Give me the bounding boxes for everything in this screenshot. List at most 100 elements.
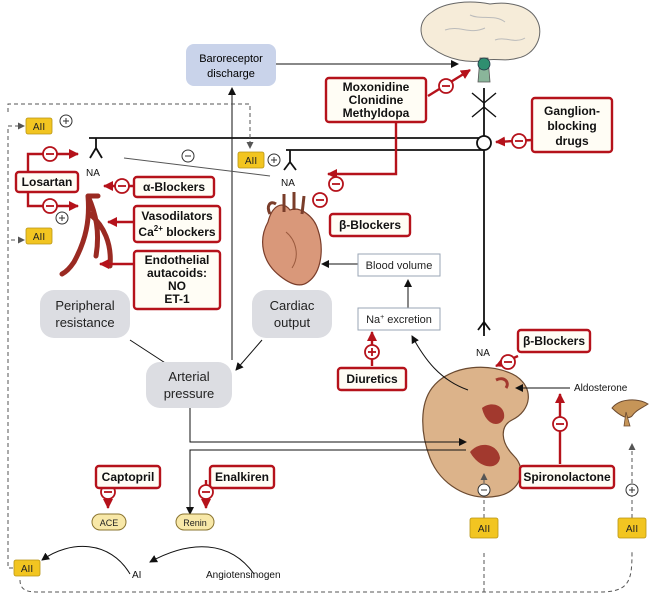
ace-box: ACE <box>91 513 127 531</box>
na-excretion-sup: + <box>380 314 384 321</box>
kidney-to-excretion <box>411 335 469 391</box>
endothelial-box: Endothelial autacoids: NO ET-1 <box>132 249 222 311</box>
cardiac-output-box: Cardiac output <box>252 290 332 338</box>
ca-blockers-sup: 2+ <box>154 224 163 233</box>
baroreceptor-box: Baroreceptor discharge <box>186 44 276 86</box>
beta-blockers-heart-label: β-Blockers <box>339 218 401 232</box>
inhibit-symbol-moxonidine <box>438 78 454 94</box>
aii-label: AII <box>245 156 257 167</box>
ganglion-label-3: drugs <box>555 134 589 148</box>
spironolactone-label: Spironolactone <box>523 470 611 484</box>
clonidine-label: Clonidine <box>349 93 404 107</box>
arterial-label-1: Arterial <box>168 369 209 384</box>
ca-blockers-label: Ca2+ blockers <box>138 224 215 239</box>
ganglion-node <box>476 135 492 151</box>
ai-line <box>123 157 271 177</box>
pressure-to-kidney <box>189 404 467 446</box>
cardiac-arrow <box>235 339 263 371</box>
moxonidine-label: Moxonidine <box>343 80 410 94</box>
baroreceptor-label-1: Baroreceptor <box>199 53 263 65</box>
spironolactone-box: Spironolactone <box>518 464 616 490</box>
beta-blockers-kidney-box: β-Blockers <box>516 328 592 354</box>
minus-node-renin <box>477 483 491 497</box>
inhibit-symbol-alpha <box>114 178 130 194</box>
arterial-label-2: pressure <box>164 386 215 401</box>
losartan-down-arrow <box>26 192 79 211</box>
methyldopa-label: Methyldopa <box>343 106 410 120</box>
plus-node-middle <box>267 153 281 167</box>
blood-volume-label: Blood volume <box>366 260 433 272</box>
vasodilators-box: Vasodilators Ca2+ blockers <box>132 204 222 244</box>
cardiac-label-2: output <box>274 315 311 330</box>
aii-label: AII <box>478 524 490 535</box>
inhibit-symbol-beta-kidney <box>500 354 516 370</box>
peripheral-label-2: resistance <box>55 315 114 330</box>
aii-label: AII <box>21 564 33 575</box>
losartan-up-arrow <box>26 149 79 172</box>
inhibit-symbol-spironolactone <box>552 416 568 432</box>
vasodilators-label: Vasodilators <box>141 209 213 223</box>
na-excretion-label: Na+ excretion <box>366 314 432 326</box>
kidney-to-renin <box>186 449 466 515</box>
enalkiren-box: Enalkiren <box>208 464 276 490</box>
angiotensinogen-label: Angiotensinogen <box>206 570 281 581</box>
ai-label: AI <box>132 570 141 581</box>
inhibit-symbol-ganglion <box>511 133 527 149</box>
nerve-pathways <box>89 88 497 336</box>
aii-label: AII <box>33 122 45 133</box>
endothelial-label-2: autacoids: <box>147 266 207 280</box>
diuretics-box: Diuretics <box>336 366 408 392</box>
inhibit-symbol-beta-heart <box>312 192 328 208</box>
na-label-heart: NA <box>281 178 295 189</box>
ca-blockers-ca: Ca <box>138 225 154 239</box>
plus-node-aldosterone <box>625 483 639 497</box>
heart-icon <box>262 192 322 286</box>
diuretics-label: Diuretics <box>346 372 398 386</box>
renin-label: Renin <box>183 518 207 528</box>
blood-vessel-icon <box>59 193 113 277</box>
aii-tag-top-left: AII <box>25 117 53 135</box>
renin-box: Renin <box>175 513 215 531</box>
aii-tag-aldosterone: AII <box>617 517 647 539</box>
alpha-blockers-box: α-Blockers <box>132 175 216 199</box>
ganglion-box: Ganglion- blocking drugs <box>530 96 614 154</box>
na-label-kidney: NA <box>476 348 490 359</box>
minus-node-ai-heart <box>181 149 195 163</box>
inhibit-symbol-methyldopa <box>328 176 344 192</box>
na-label-vessel: NA <box>86 168 100 179</box>
endothelial-label-1: Endothelial <box>145 253 210 267</box>
aldosterone-label: Aldosterone <box>574 383 628 394</box>
enalkiren-label: Enalkiren <box>215 470 269 484</box>
aii-tag-renin-feedback: AII <box>469 517 499 539</box>
captopril-box: Captopril <box>94 464 162 490</box>
inhibit-symbol-losartan-down <box>42 198 58 214</box>
aii-tag-bottom-left: AII <box>13 559 41 577</box>
beta-blockers-heart-box: β-Blockers <box>328 212 412 238</box>
adrenal-gland-icon <box>611 399 649 427</box>
endothelial-label-4: ET-1 <box>164 292 190 306</box>
ganglion-label-2: blocking <box>547 119 596 133</box>
na-excretion-box: Na+ excretion <box>357 307 441 331</box>
brain-icon <box>420 1 541 83</box>
plus-node-top <box>59 114 73 128</box>
losartan-box: Losartan <box>14 170 80 194</box>
cardiac-label-1: Cardiac <box>270 298 315 313</box>
blood-volume-box: Blood volume <box>357 253 441 277</box>
na-excretion-na: Na <box>366 314 381 326</box>
aii-label: AII <box>626 524 638 535</box>
peripheral-label-1: Peripheral <box>55 298 114 313</box>
ganglion-label-1: Ganglion- <box>544 104 600 118</box>
ace-curve <box>41 545 131 575</box>
aii-tag-left-lower: AII <box>25 227 53 245</box>
renin-curve <box>149 546 255 575</box>
arterial-pressure-box: Arterial pressure <box>146 362 232 408</box>
stimulate-symbol-diuretics <box>364 344 380 360</box>
endothelial-label-3: NO <box>168 279 186 293</box>
methyldopa-line <box>327 118 398 179</box>
moxonidine-box: Moxonidine Clonidine Methyldopa <box>324 76 428 124</box>
beta-blockers-kidney-label: β-Blockers <box>523 334 585 348</box>
captopril-label: Captopril <box>102 470 155 484</box>
inhibit-symbol-losartan-up <box>42 146 58 162</box>
aii-tag-middle: AII <box>237 151 265 169</box>
